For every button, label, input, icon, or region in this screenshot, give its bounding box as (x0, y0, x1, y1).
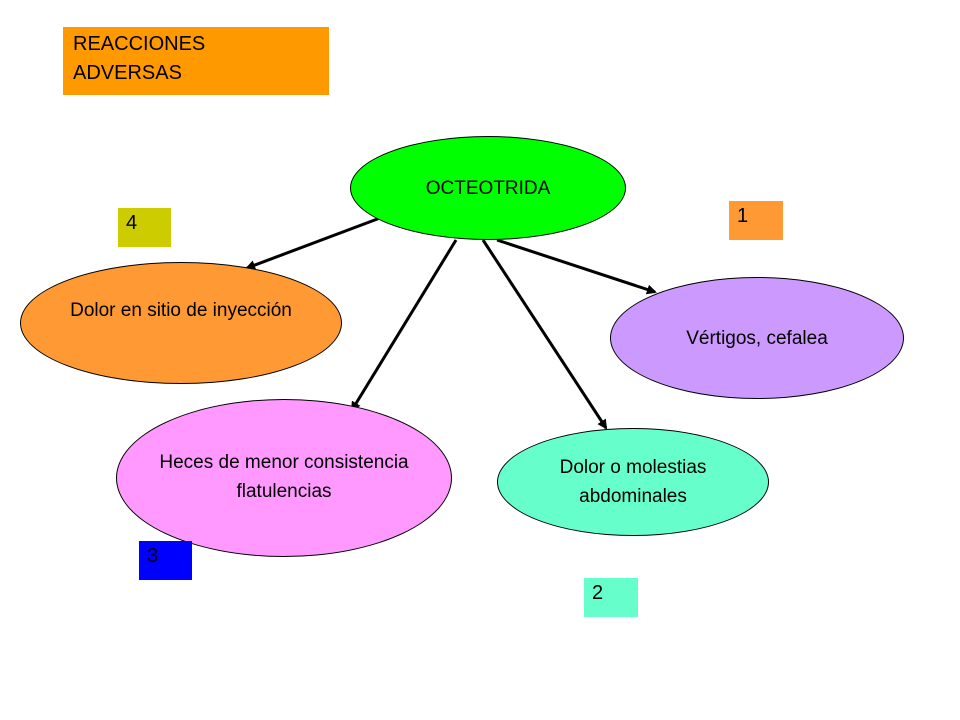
rank-badge-dolor-inyeccion: 4 (118, 208, 171, 247)
rank-badge-vertigos: 1 (729, 201, 783, 240)
diagram-title: REACCIONES ADVERSAS (63, 27, 329, 95)
arrow-to-heces (350, 239, 458, 412)
effect-node-dolor-abdominal: Dolor o molestias abdominales (497, 428, 769, 536)
central-node-label: OCTEOTRIDA (425, 177, 551, 199)
arrow-to-vertigos (496, 238, 657, 295)
central-node-octeotrida: OCTEOTRIDA (350, 136, 626, 240)
effect-label-vertigos: Vértigos, cefalea (686, 327, 828, 349)
effect-label-heces: Heces de menor consistencia flatulencias (159, 452, 409, 502)
arrow-to-dolor-inyeccion (245, 216, 381, 270)
arrow-to-dolor-abdominal (481, 239, 608, 430)
effect-label-dolor-abdominal: Dolor o molestias abdominales (559, 457, 707, 507)
effect-node-dolor-inyeccion: Dolor en sitio de inyección (20, 262, 342, 384)
effect-node-heces: Heces de menor consistencia flatulencias (116, 399, 452, 557)
rank-badge-dolor-abdominal: 2 (584, 578, 638, 617)
effect-label-dolor-inyeccion: Dolor en sitio de inyección (70, 300, 292, 321)
rank-badge-heces: 3 (139, 541, 192, 580)
effect-node-vertigos: Vértigos, cefalea (610, 277, 904, 399)
